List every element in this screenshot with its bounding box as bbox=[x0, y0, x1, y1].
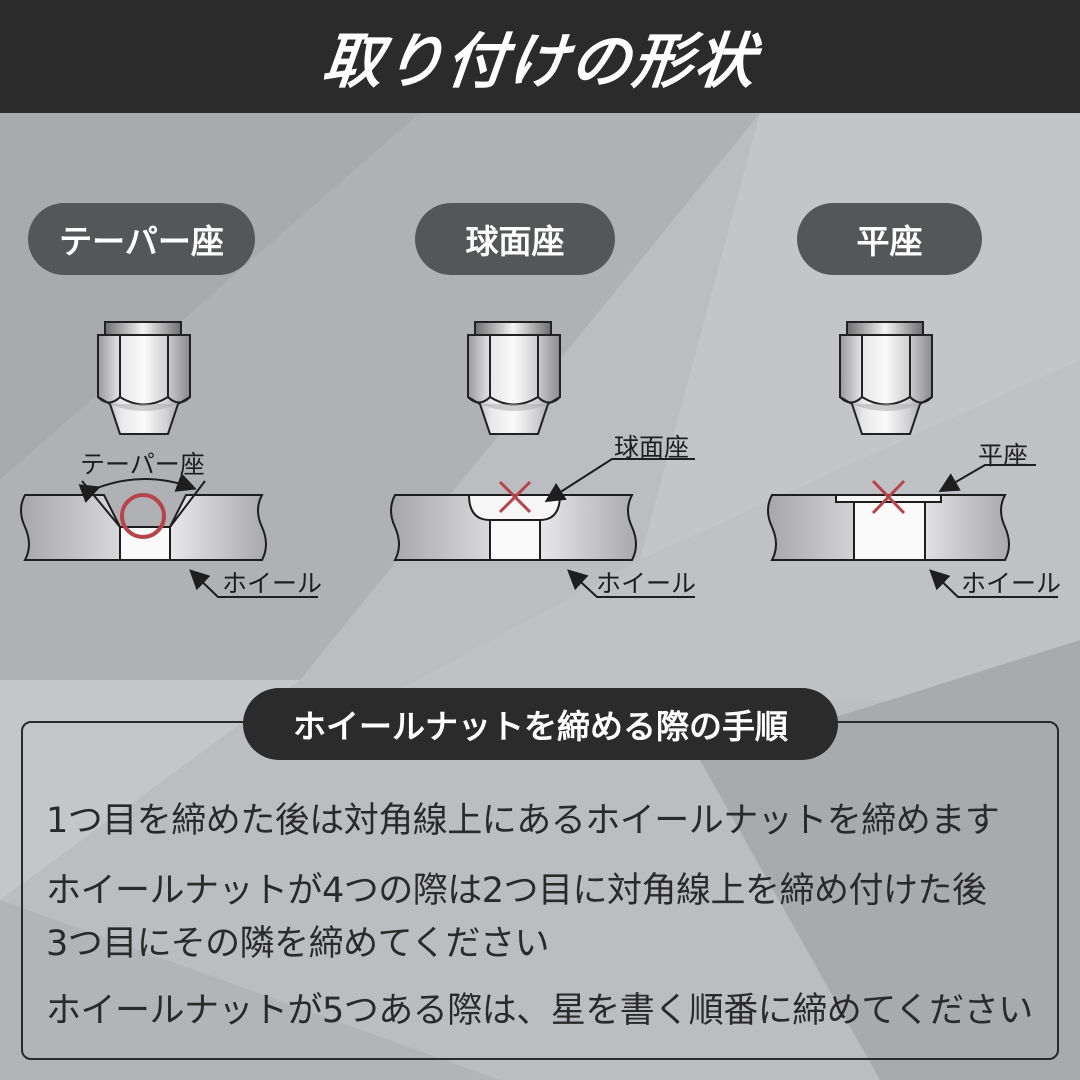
callout-wheel: ホイール bbox=[961, 569, 1062, 598]
taper-seat-diagram bbox=[20, 321, 318, 598]
fit-ok-circle-icon bbox=[120, 493, 166, 539]
seat-type-pill-spherical: 球面座 bbox=[415, 203, 615, 275]
lug-nut-icon bbox=[467, 321, 561, 435]
lug-nut-icon bbox=[839, 321, 933, 435]
callout-taper-seat: テーパー座 bbox=[80, 450, 205, 479]
callout-wheel: ホイール bbox=[596, 569, 697, 598]
flat-seat-diagram bbox=[767, 321, 1058, 598]
instruction-line: ホイールナットが5つある際は、星を書く順番に締めてください bbox=[46, 991, 1033, 1031]
instruction-line: 1つ目を締めた後は対角線上にあるホイールナットを締めます bbox=[46, 801, 1000, 841]
seat-type-pill-flat: 平座 bbox=[797, 203, 982, 275]
seat-type-label: テーパー座 bbox=[59, 222, 224, 261]
callout-wheel: ホイール bbox=[222, 569, 323, 598]
instructions-title: ホイールナットを締める際の手順 bbox=[243, 688, 838, 760]
header-banner: 取り付けの形状 bbox=[0, 0, 1080, 113]
callout-flat-seat: 平座 bbox=[978, 441, 1029, 470]
seat-type-pill-taper: テーパー座 bbox=[28, 203, 255, 275]
spherical-seat-diagram bbox=[390, 321, 695, 598]
instructions-title-text: ホイールナットを締める際の手順 bbox=[293, 707, 788, 746]
instruction-line: 3つ目にその隣を締めてください bbox=[46, 924, 550, 964]
seat-type-label: 平座 bbox=[856, 222, 923, 261]
callout-spherical-seat: 球面座 bbox=[614, 433, 690, 462]
lug-nut-icon bbox=[97, 321, 191, 435]
seat-type-label: 球面座 bbox=[465, 222, 565, 261]
instruction-line: ホイールナットが4つの際は2つ目に対角線上を締め付けた後 bbox=[46, 871, 987, 911]
seat-diagrams bbox=[20, 321, 1058, 598]
